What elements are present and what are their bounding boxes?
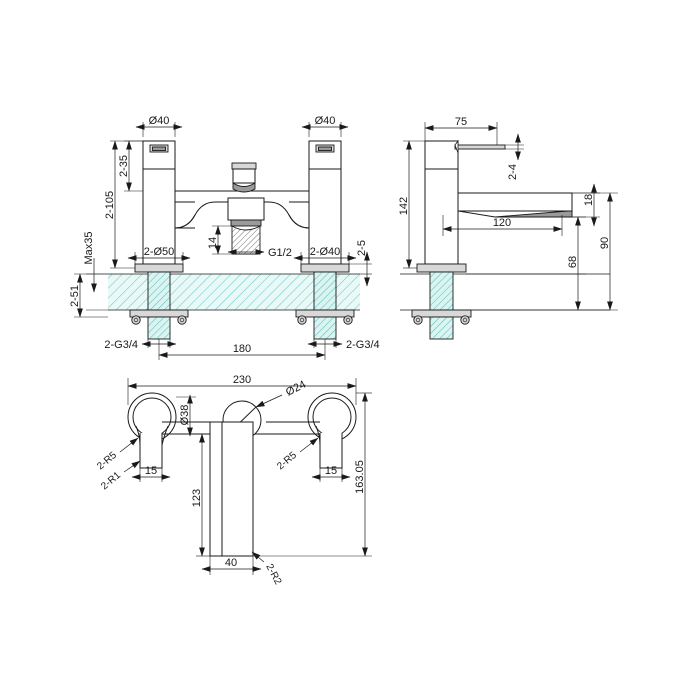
plan-spout-rect [209,421,254,557]
dim-label-18: 18 [583,194,595,206]
dim-label-2-4: 2-4 [507,164,519,180]
dim-label-g34-left: 2-G3/4 [104,339,138,351]
dim-2-5: 2-5 [349,240,372,287]
dim-14: 14 [207,225,232,255]
dim-dia38: Ø38 [176,394,196,437]
dim-label-2-35: 2-35 [118,155,130,177]
dim-163-05: 163.05 [253,392,372,557]
side-spout [457,192,573,218]
dim-15-right: 15 [311,465,351,482]
dim-label-230: 230 [233,374,251,386]
plan-right-handle [307,392,357,469]
dim-2-4: 2-4 [505,133,524,180]
front-left-valve [129,140,189,340]
dim-label-max35: Max35 [83,231,95,264]
dim-g12: G1/2 [227,247,292,259]
dim-2-dia50: 2-Ø50 [127,246,191,264]
dim-label-2-5: 2-5 [356,240,368,256]
dim-label-g12: G1/2 [268,247,292,259]
dim-15-left: 15 [131,465,171,482]
dim-label-15-left: 15 [145,465,157,477]
dim-label-163-05: 163.05 [354,460,366,494]
dim-label-2-51: 2-51 [69,285,81,307]
dim-label-142: 142 [398,197,410,215]
dim-label-dia38: Ø38 [179,405,191,426]
side-base-fixing [411,263,472,340]
dim-label-120: 120 [493,217,511,229]
dim-123: 123 [191,433,210,557]
dim-68: 68 [466,216,586,311]
dim-label-2-dia40-base: 2-Ø40 [310,246,341,258]
dim-label-40: 40 [225,557,237,569]
dim-230: 230 [127,374,357,405]
dim-dia40-right: Ø40 [301,115,349,137]
dim-label-14: 14 [207,237,219,249]
dim-label-dia40-left: Ø40 [149,115,170,127]
dim-label-75: 75 [455,116,467,128]
dim-75: 75 [424,116,498,145]
dim-40: 40 [201,556,262,575]
plan-left-handle [127,392,177,469]
dim-label-15-right: 15 [325,465,337,477]
side-body [424,139,506,265]
dim-2-dia40-base: 2-Ø40 [293,246,357,264]
dim-120: 120 [442,215,563,236]
plan-view: 230 Ø38 Ø24 2-R5 2-R1 15 [95,374,372,587]
dim-label-90: 90 [599,237,611,249]
dim-label-g34-right: 2-G3/4 [346,339,380,351]
dim-label-2-dia50: 2-Ø50 [144,246,175,258]
dim-142: 142 [398,140,425,269]
dim-label-180: 180 [233,343,251,355]
front-elevation-view: Ø40 Ø40 2-35 2-105 Max35 [69,115,380,360]
dim-180: 180 [158,339,326,360]
dim-label-123: 123 [191,489,203,507]
dim-label-dia40-right: Ø40 [315,115,336,127]
front-shower-outlet [227,197,265,255]
dim-label-68: 68 [567,256,579,268]
dim-2-105: 2-105 [104,140,143,269]
dim-90: 90 [466,192,618,311]
dim-label-2-105: 2-105 [104,191,116,219]
side-elevation-view: 75 2-4 142 120 18 [398,116,618,340]
front-center-body [174,190,310,229]
dim-2-51: 2-51 [69,273,108,318]
front-diverter-knob [231,162,257,193]
dim-dia40-left: Ø40 [135,115,183,137]
